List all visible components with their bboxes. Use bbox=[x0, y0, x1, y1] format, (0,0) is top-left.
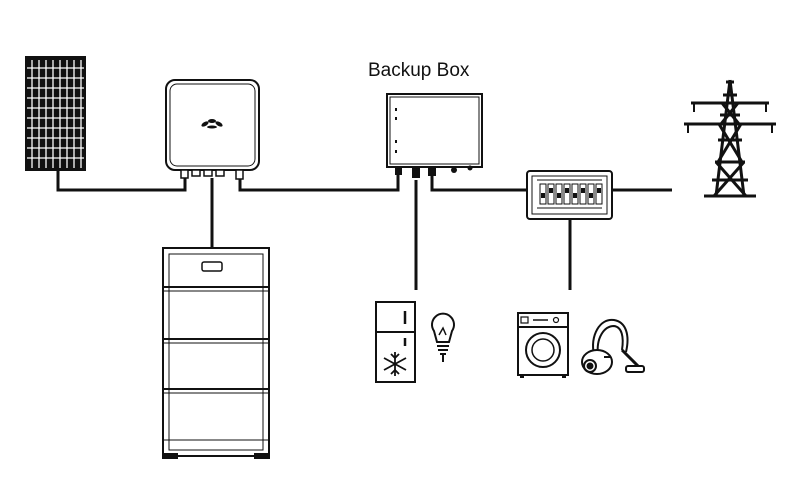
inverter-connectors bbox=[180, 169, 244, 180]
backup-box-label: Backup Box bbox=[368, 60, 470, 81]
distribution-panel-icon bbox=[526, 170, 613, 220]
inverter-logo-icon bbox=[201, 119, 223, 129]
backup-box-icon bbox=[386, 93, 483, 178]
snowflake-icon bbox=[383, 352, 407, 376]
solar-panel-icon bbox=[25, 56, 86, 171]
light-bulb-icon bbox=[431, 312, 455, 362]
backup-to-panel-line bbox=[430, 175, 527, 192]
battery-stack-icon bbox=[162, 247, 270, 459]
vacuum-cleaner-icon bbox=[581, 318, 645, 375]
connection-lines bbox=[56, 168, 672, 290]
backup-box-connectors bbox=[395, 165, 473, 178]
inverter-to-backup-line bbox=[238, 168, 400, 192]
panel-to-inverter-line bbox=[56, 170, 187, 192]
washing-machine-icon bbox=[517, 312, 569, 378]
refrigerator-icon bbox=[375, 301, 416, 383]
power-grid-tower-icon bbox=[684, 79, 776, 198]
inverter-icon bbox=[165, 79, 260, 180]
